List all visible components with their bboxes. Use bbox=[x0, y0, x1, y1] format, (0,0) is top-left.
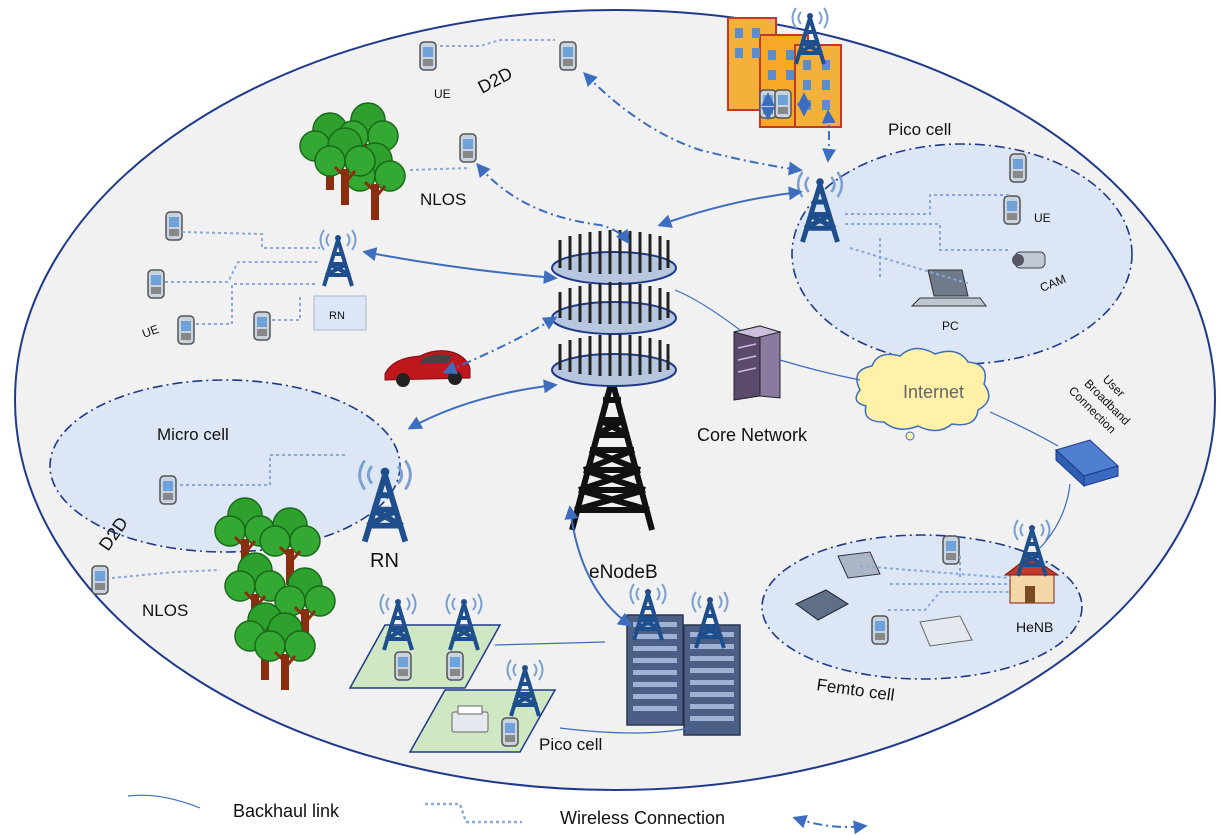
phone-nlos-bottom-icon bbox=[91, 565, 109, 595]
label-ue-pico: UE bbox=[1034, 211, 1051, 225]
phone-pico-2-icon bbox=[1003, 195, 1021, 225]
printer-icon bbox=[451, 705, 489, 733]
legend-wireless-label: Wireless Connection bbox=[560, 808, 726, 828]
core-network-server-icon bbox=[733, 325, 782, 401]
phone-femto-2-icon bbox=[871, 615, 889, 645]
label-pc: PC bbox=[942, 319, 959, 333]
core-buildings bbox=[626, 614, 741, 736]
label-henb: HeNB bbox=[1016, 619, 1053, 635]
rn-box bbox=[313, 295, 367, 331]
laptop-icon bbox=[910, 269, 987, 307]
phone-micro-icon bbox=[159, 475, 177, 505]
label-core-network: Core Network bbox=[697, 425, 808, 445]
phone-icon bbox=[446, 651, 464, 681]
phone-left-3-icon bbox=[177, 315, 195, 345]
label-ue-top: UE bbox=[434, 87, 451, 101]
phone-ue-top-right-icon bbox=[559, 41, 577, 71]
wireless-links bbox=[111, 39, 1011, 611]
legend-backhaul-label: Backhaul link bbox=[233, 801, 340, 821]
pico-cell-area bbox=[791, 143, 1133, 365]
enodeb-tower bbox=[551, 230, 677, 531]
label-pico-cell-bottom: Pico cell bbox=[539, 735, 602, 754]
legend-backhaul-line bbox=[127, 794, 201, 809]
phone-left-1-icon bbox=[165, 211, 183, 241]
legend-arrow bbox=[792, 815, 868, 835]
label-rn-large: RN bbox=[370, 550, 399, 572]
label-nlos-top: NLOS bbox=[420, 190, 466, 209]
label-enodeb: eNodeB bbox=[589, 562, 658, 583]
phone-icon bbox=[501, 717, 519, 747]
phone-icon bbox=[394, 651, 412, 681]
router-icon bbox=[1055, 439, 1119, 488]
backhaul-links bbox=[494, 289, 1071, 734]
legend-wireless-line bbox=[425, 802, 522, 824]
desktop-icon bbox=[919, 615, 973, 647]
backhaul-arrows bbox=[362, 186, 803, 627]
micro-cell-area bbox=[49, 379, 401, 553]
femto-cell-area bbox=[761, 534, 1083, 680]
phone-pico-1-icon bbox=[1009, 153, 1027, 183]
label-internet: Internet bbox=[903, 382, 964, 402]
phone-left-2-icon bbox=[147, 269, 165, 299]
phone-nlos-top-icon bbox=[459, 133, 477, 163]
phone-ue-top-left-icon bbox=[419, 41, 437, 71]
fax-icon bbox=[837, 551, 881, 579]
camera-icon bbox=[1012, 251, 1046, 269]
label-micro-cell: Micro cell bbox=[157, 425, 229, 444]
telephone-icon bbox=[795, 589, 849, 621]
label-ue-left: UE bbox=[140, 322, 160, 341]
label-rn-small: RN bbox=[329, 310, 345, 322]
wireless-arrows bbox=[442, 72, 837, 375]
phone-left-4-icon bbox=[253, 311, 271, 341]
label-pico-cell-top: Pico cell bbox=[888, 120, 951, 139]
internet-cloud bbox=[855, 347, 990, 441]
label-nlos-bottom: NLOS bbox=[142, 601, 188, 620]
phone-femto-1-icon bbox=[942, 535, 960, 565]
